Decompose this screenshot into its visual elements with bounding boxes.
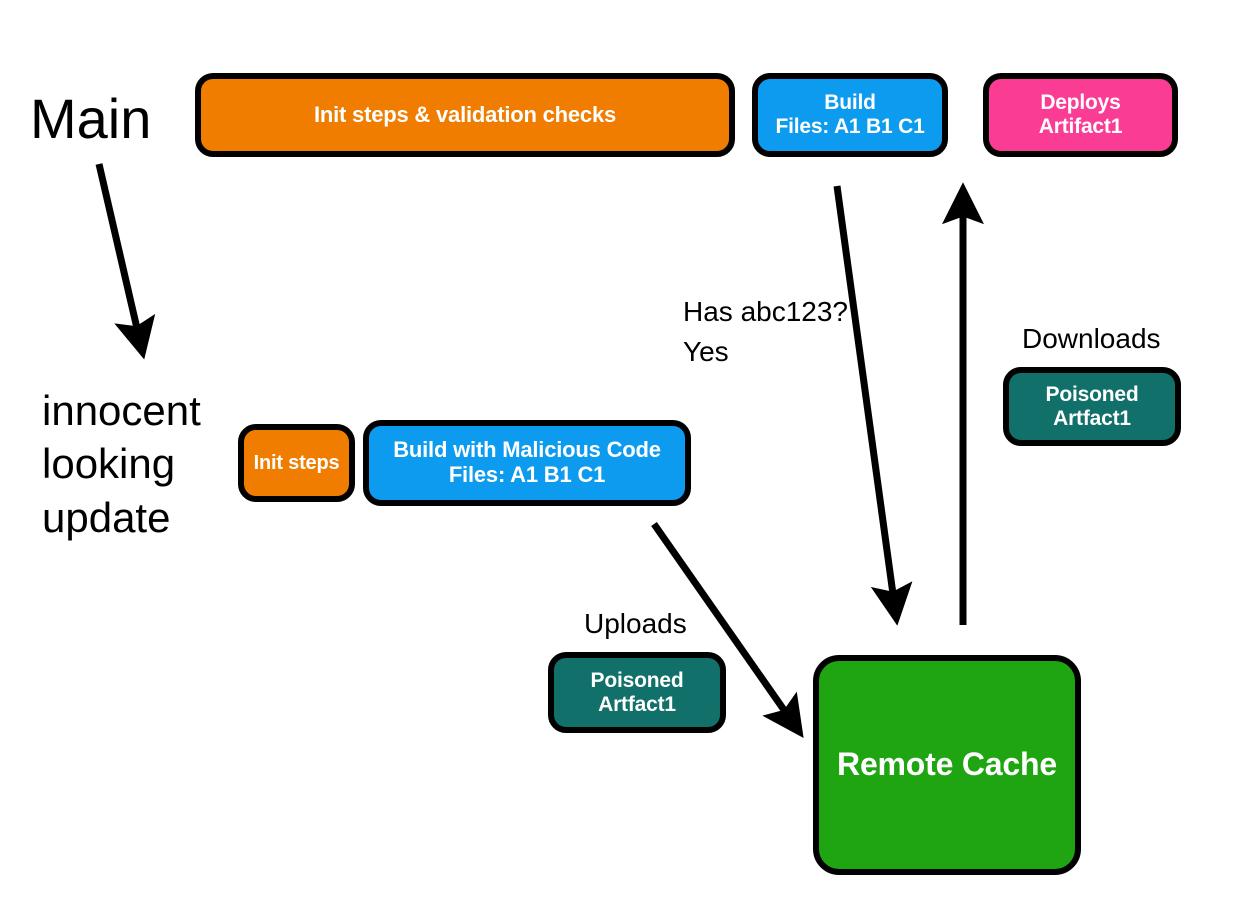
node-build-main[interactable]: Build Files: A1 B1 C1: [752, 73, 948, 157]
node-init-validation[interactable]: Init steps & validation checks: [195, 73, 735, 157]
node-poisoned-artifact-download[interactable]: Poisoned Artfact1: [1003, 367, 1181, 446]
node-build-malicious-code[interactable]: Build with Malicious Code Files: A1 B1 C…: [363, 420, 691, 506]
arrow-build-to-cache-lookup: [833, 185, 913, 626]
node-init-steps[interactable]: Init steps: [238, 424, 355, 502]
lane-label-main: Main: [30, 87, 152, 150]
edge-label-uploads: Uploads: [584, 608, 687, 639]
node-poisoned-artifact-upload[interactable]: Poisoned Artfact1: [548, 652, 726, 733]
node-deploys-artifact[interactable]: Deploys Artifact1: [983, 73, 1178, 157]
edge-label-cache-lookup: Has abc123? Yes: [683, 296, 849, 367]
node-remote-cache[interactable]: Remote Cache: [813, 655, 1081, 875]
arrow-main-to-attacker-branch: [95, 163, 156, 360]
lane-label-attacker-branch: innocent looking update: [42, 387, 201, 541]
edge-label-downloads: Downloads: [1022, 323, 1161, 354]
